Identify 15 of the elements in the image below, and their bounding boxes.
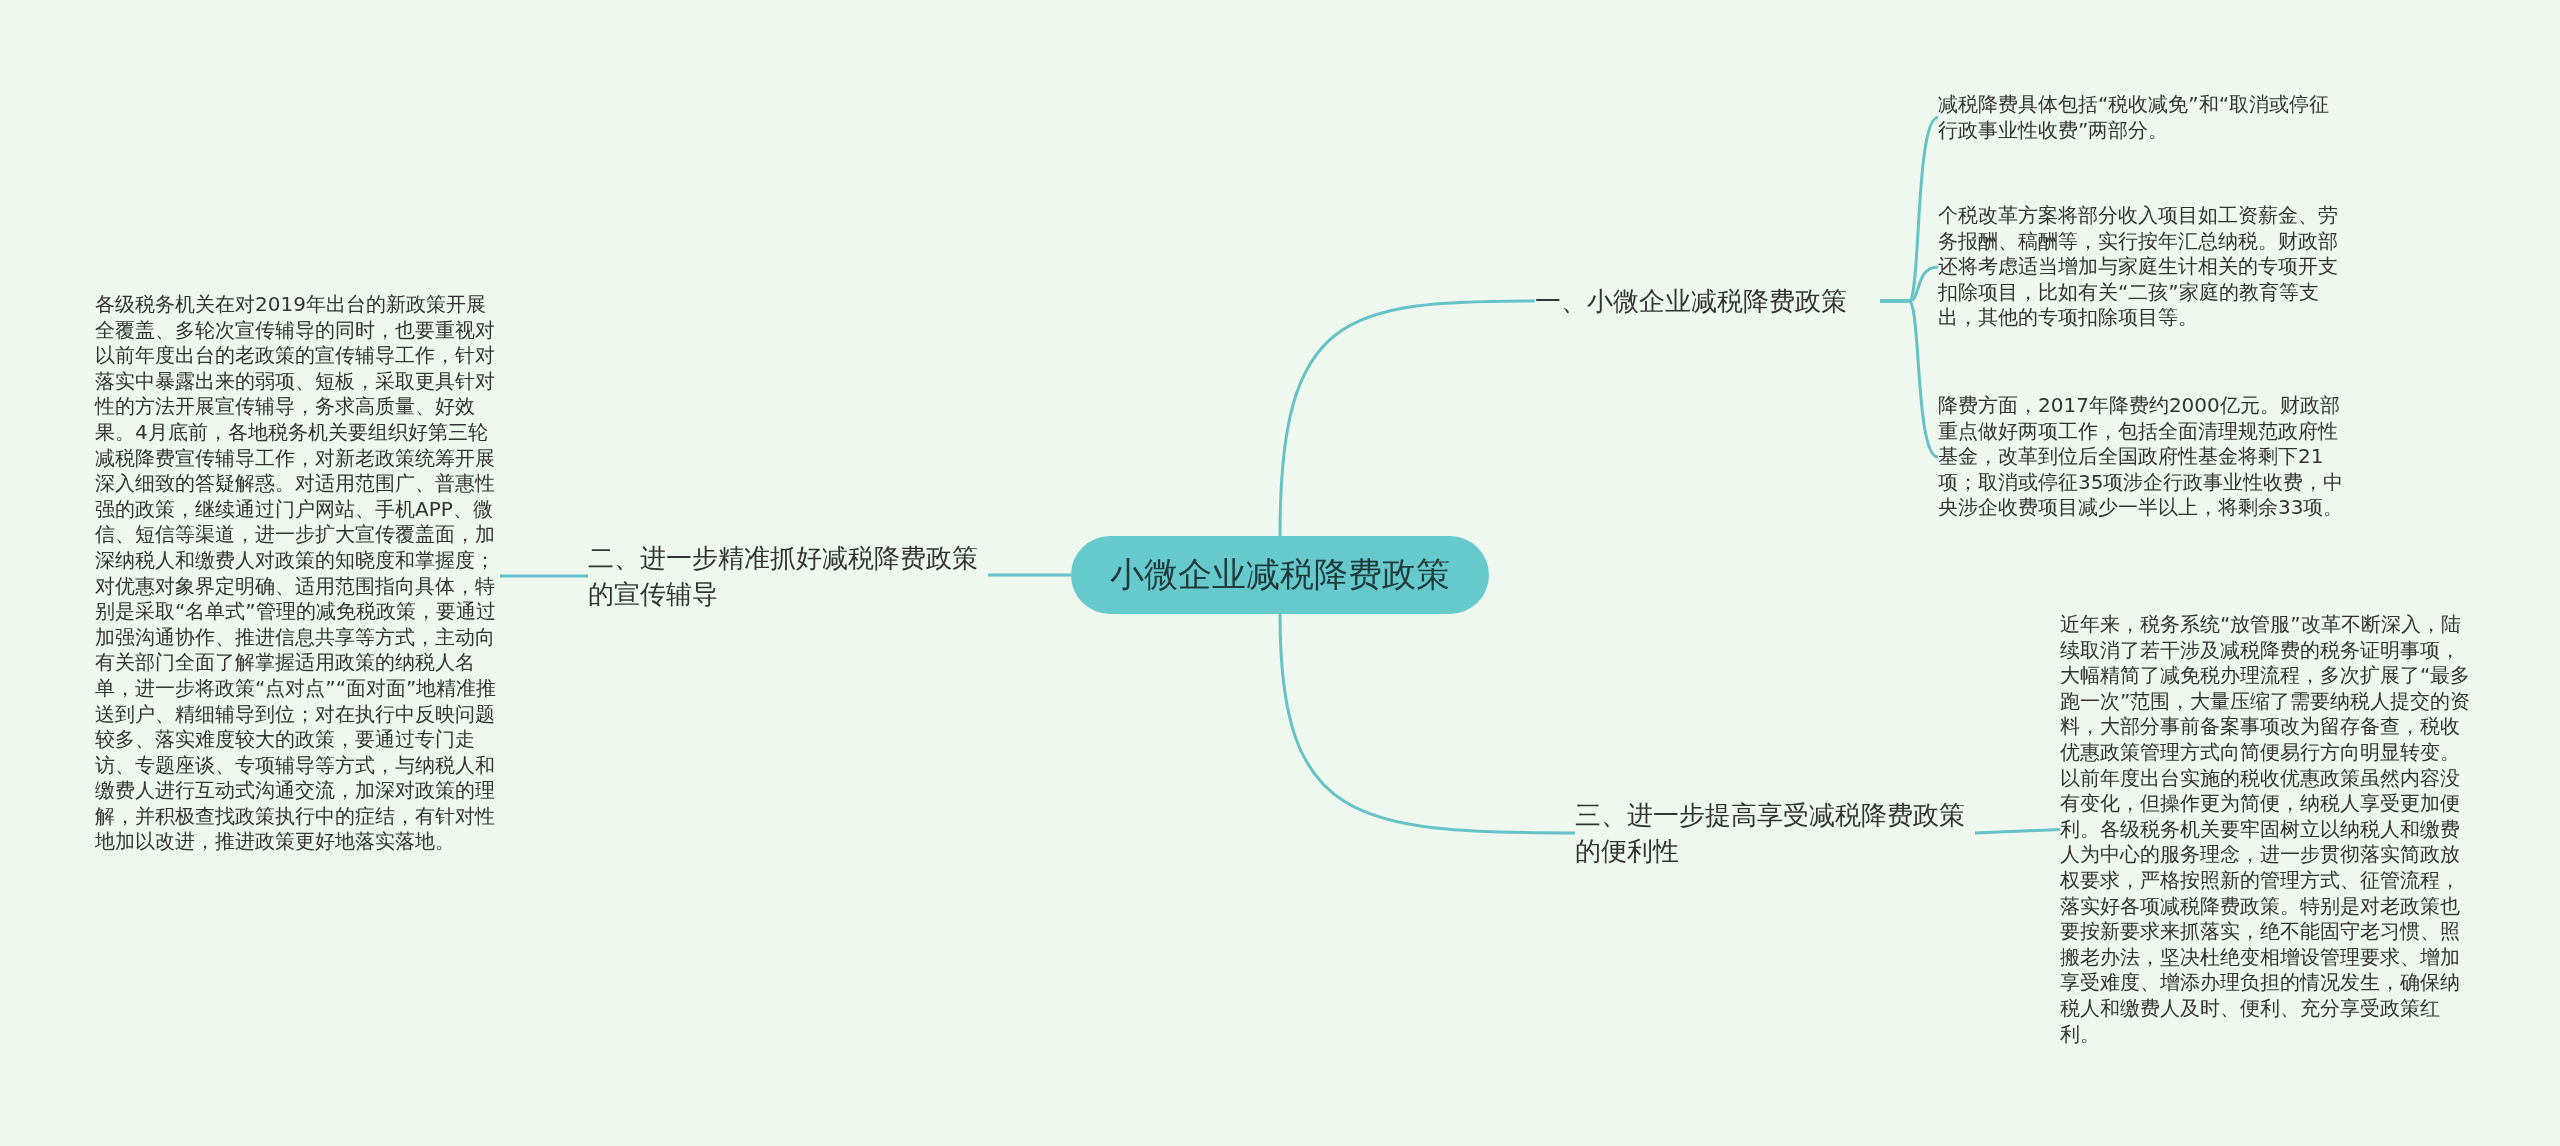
- note-text: 各级税务机关在对2019年出台的新政策开展全覆盖、多轮次宣传辅导的同时，也要重视对以前年度出台的老政策的宣传辅导工作，针对落实中暴露出来的弱项、短板，采取更具针对性的方法开展宣传辅导，务求高质量、好效果。4月底前，各地税务机关要组织好第三轮减税降费宣传辅导工作，对新老政策统筹开展深入细致的答疑解惑。对适用范围广、普惠性强的政策，继续通过门户网站、手机APP、微信、短信等渠道，进一步扩大宣传覆盖面，加深纳税人和缴费人对政策的知晓度和掌握度；对优惠对象界定明确、适用范围指向具体，特别是采取“名单式”管理的减免税政策，要通过加强沟通协作、推进信息共享等方式，主动向有关部门全面了解掌握适用政策的纳税人名单，进一步将政策“点对点”“面对面”地精准推送到户、精细辅导到位；对在执行中反映问题较多、落实难度较大的政策，要通过专门走访、专题座谈、专项辅导等方式，与纳税人和缴费人进行互动式沟通交流，加深对政策的理解，并积极查找政策执行中的症结，有针对性地加以改进，推进政策更好地落实落地。: [95, 292, 500, 856]
- connector-line: [988, 573, 1071, 577]
- note-text: 个税改革方案将部分收入项目如工资薪金、劳务报酬、稿酬等，实行按年汇总纳税。财政部还将考虑适当增加与家庭生计相关的专项开支扣除项目，比如有关“二孩”家庭的教育等支出，其他的专项扣除项目等。: [1938, 203, 2348, 331]
- branch-topic: 三、进一步提高享受减税降费政策的便利性: [1575, 797, 1975, 869]
- note-text: 减税降费具体包括“税收减免”和“取消或停征行政事业性收费”两部分。: [1938, 92, 2348, 144]
- connector-line: [1974, 828, 2061, 835]
- branch-topic: 二、进一步精准抓好减税降费政策的宣传辅导: [588, 540, 988, 612]
- connector-line: [1278, 613, 1575, 835]
- branch-topic: 一、小微企业减税降费政策: [1535, 283, 1880, 319]
- note-text: 近年来，税务系统“放管服”改革不断深入，陆续取消了若干涉及减税降费的税务证明事项，大幅精简了减免税办理流程，多次扩展了“最多跑一次”范围，大量压缩了需要纳税人提交的资料，大部分事前备案事项改为留存备查，税收优惠政策管理方式向简便易行方向明显转变。以前年度出台实施的税收优惠政策虽然内容没有变化，但操作更为简便，纳税人享受更加便利。各级税务机关要牢固树立以纳税人和缴费人为中心的服务理念，进一步贯彻落实简政放权要求，严格按照新的管理方式、征管流程，落实好各项减税降费政策。特别是对老政策也要按新要求来抓落实，绝不能固守老习惯、照搬老办法，坚决杜绝变相增设管理要求、增加享受难度、增添办理负担的情况发生，确保纳税人和缴费人及时、便利、充分享受政策红利。: [2060, 612, 2475, 1048]
- note-text: 降费方面，2017年降费约2000亿元。财政部重点做好两项工作，包括全面清理规范政府性基金，改革到位后全国政府性基金将剩下21项；取消或停征35项涉企行政事业性收费，中央涉企收费项目减少一半以上，将剩余33项。: [1938, 393, 2348, 521]
- connector-line: [1278, 299, 1535, 537]
- connector-line: [500, 574, 588, 578]
- connector-line: [1880, 299, 1939, 459]
- central-topic: 小微企业减税降费政策: [1071, 536, 1489, 614]
